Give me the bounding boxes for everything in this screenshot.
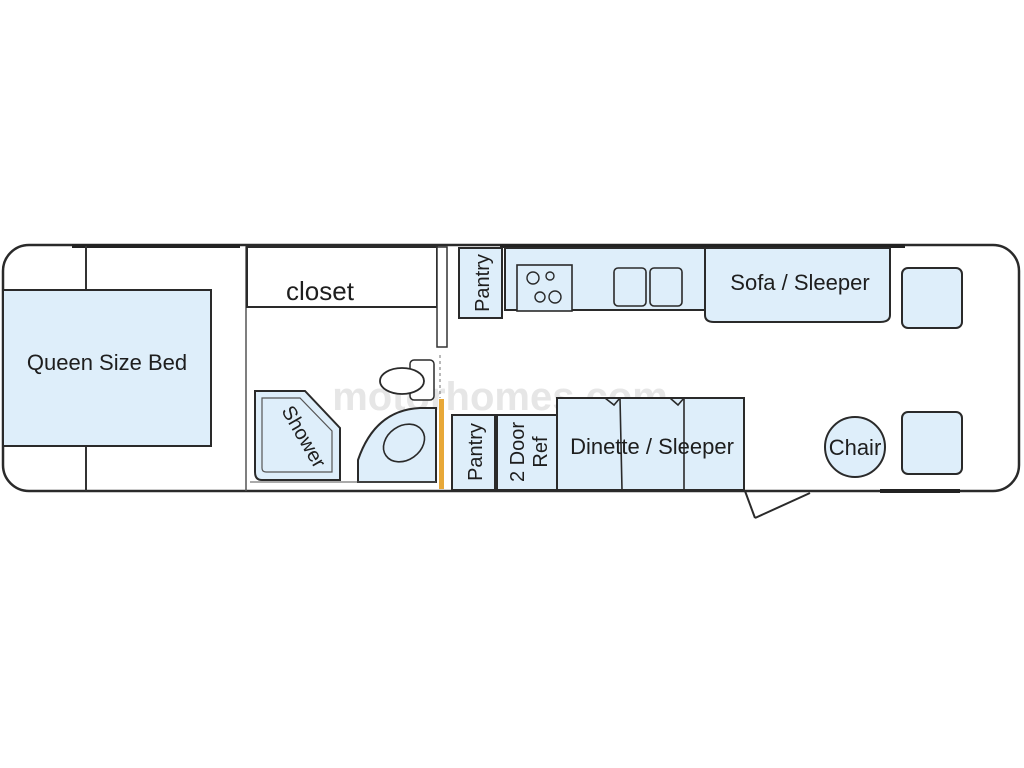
kitchen-sink-right — [649, 267, 683, 307]
stove-cooktop — [516, 264, 573, 312]
dinette-sleeper — [556, 397, 745, 491]
pantry-top — [458, 247, 503, 319]
stove-burner-2 — [545, 271, 555, 281]
front-seat-bottom — [901, 411, 963, 475]
toilet-bowl — [379, 367, 425, 395]
stove-burner-1 — [526, 271, 540, 285]
dinette-sleeper-label: Dinette / Sleeper — [570, 434, 734, 459]
queen-bed — [2, 289, 212, 447]
chair-label: Chair — [829, 435, 882, 460]
refrigerator-label-line1: 2 Door — [507, 422, 529, 482]
entry-door-swing — [754, 492, 811, 519]
pantry-bottom — [451, 414, 496, 491]
shower-inner — [261, 397, 333, 473]
closet-label: closet — [286, 276, 355, 306]
entry-door-frame — [744, 490, 756, 519]
chair — [824, 416, 886, 478]
refrigerator — [496, 414, 558, 491]
front-seat-top — [901, 267, 963, 329]
stove-burner-4 — [548, 290, 562, 304]
queen-bed-label: Queen Size Bed — [27, 350, 187, 375]
dinette-seam-2 — [669, 397, 685, 490]
bath-wall — [436, 246, 448, 348]
bath-sink — [382, 423, 426, 463]
refrigerator-label-line2: Ref — [530, 436, 552, 468]
sofa-sleeper-label: Sofa / Sleeper — [730, 270, 869, 295]
kitchen-sink-left — [613, 267, 647, 307]
sofa-sleeper — [704, 247, 891, 323]
pantry-bottom-label: Pantry — [465, 423, 487, 481]
stove-burner-3 — [534, 291, 546, 303]
pantry-top-label: Pantry — [472, 254, 494, 312]
bath-door-accent — [439, 399, 444, 489]
dinette-seam-1 — [604, 397, 623, 491]
